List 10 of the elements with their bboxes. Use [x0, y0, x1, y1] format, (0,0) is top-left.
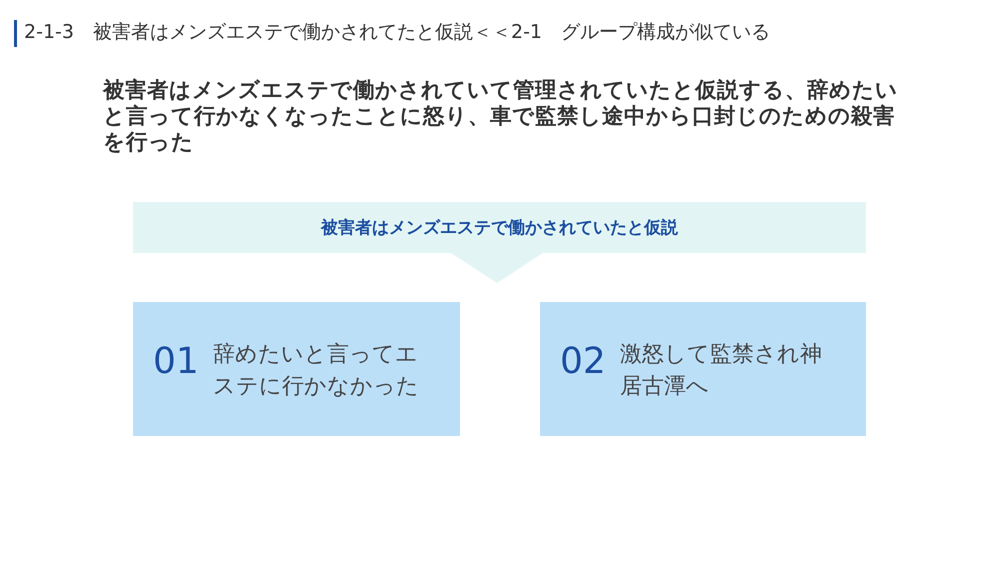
step-number: 01 [153, 340, 199, 384]
step-text: 激怒して監禁され神居古潭へ [620, 341, 823, 401]
slide-title: 2-1-3 被害者はメンズエステで働かされてたと仮説＜＜2-1 グループ構成が似ている [24, 20, 770, 45]
banner-text: 被害者はメンズエステで働かされていたと仮説 [320, 217, 679, 239]
summary-text: 被害者はメンズエステで働かされていて管理されていたと仮説する、辞めたいと言って行かなくなったことに怒り、車で監禁し途中から口封じのための殺害を行った [103, 78, 899, 156]
step-text: 辞めたいと言ってエステに行かなかった [213, 341, 420, 401]
step-card [133, 302, 460, 436]
callout-banner [133, 202, 866, 283]
step-card [540, 302, 866, 436]
step-number: 02 [560, 340, 606, 384]
